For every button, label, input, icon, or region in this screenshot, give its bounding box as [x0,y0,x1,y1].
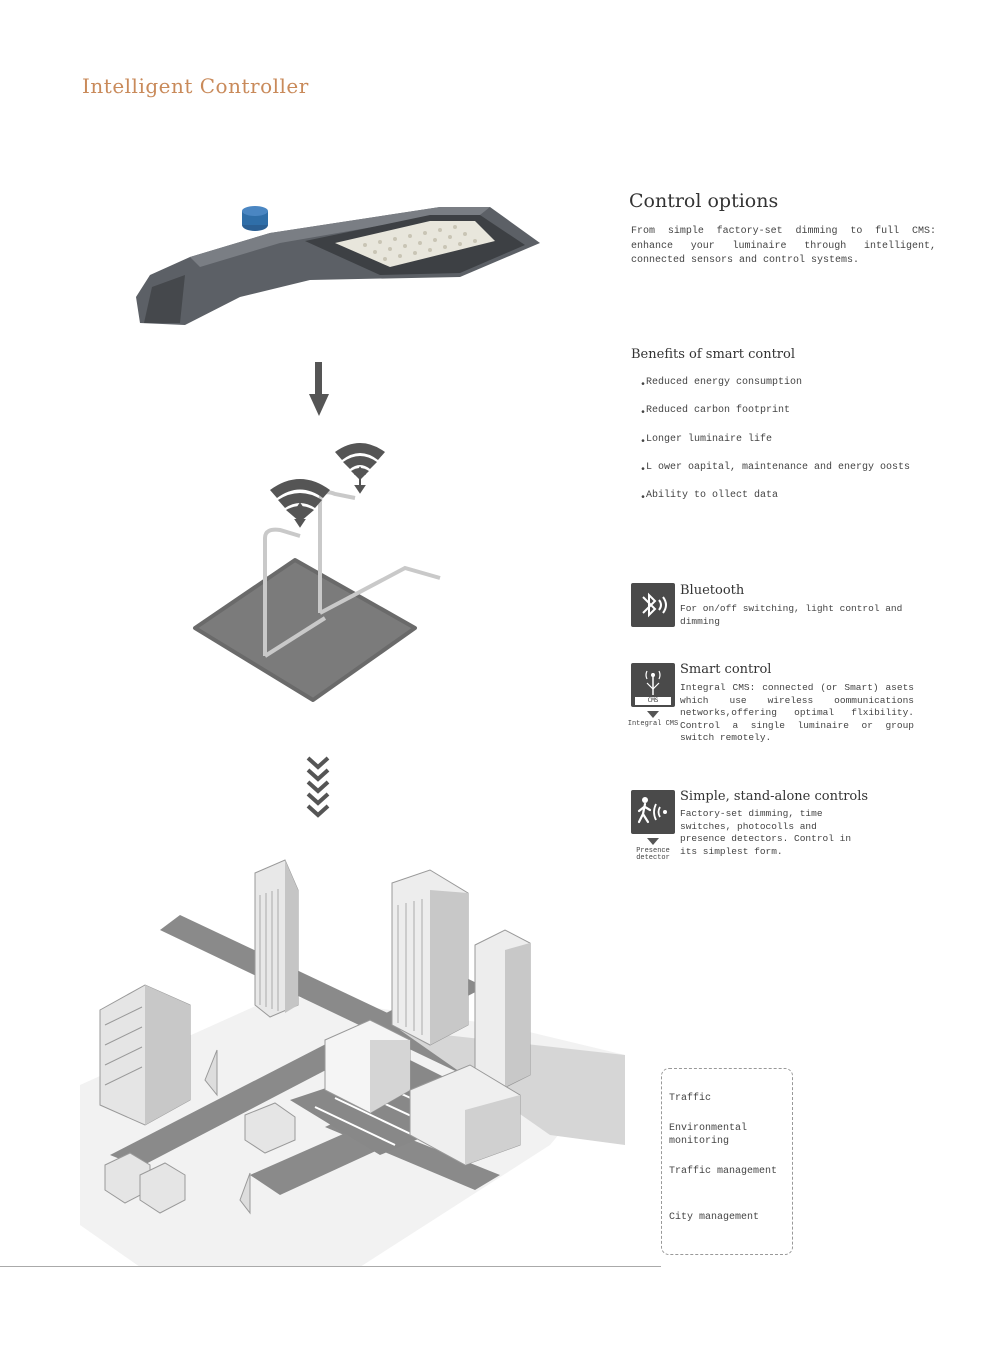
city-use-item: City management [669,1212,760,1223]
benefits-heading: Benefits of smart control [631,347,796,362]
control-options-heading: Control options [629,190,779,212]
benefit-item: •Reduced carbon footprint [640,405,791,419]
city-use-item: Traffic [669,1093,712,1104]
city-use-item: Traffic management [669,1166,778,1177]
city-uses-box [661,1068,793,1255]
luminaire-illustration [136,206,540,325]
bluetooth-icon [631,583,675,627]
smart-control-title: Smart control [680,662,772,677]
city-illustration [80,859,625,1267]
bluetooth-title: Bluetooth [680,583,745,598]
benefit-item: •Ability to ollect data [640,490,779,504]
benefit-item: •Longer luminaire life [640,434,773,448]
bottom-rule [0,1266,661,1267]
integral-cms-caption: Integral CMS [627,720,679,728]
triangle-down-icon [647,711,659,718]
city-use-item: Environmental monitoring [669,1123,748,1147]
cms-label: CMS [647,697,659,704]
benefit-item: •L ower oapital, maintenance and energy … [640,462,911,476]
stand-alone-title: Simple, stand-alone controls [680,789,869,804]
bluetooth-text: For on/off switching, light control and … [680,603,903,627]
presence-icon [631,790,675,834]
antenna-icon: CMS [631,663,675,707]
triangle-down-icon [647,838,659,845]
smart-control-text: Integral CMS: connected (or Smart) asets… [680,682,914,743]
connected-poles-illustration [193,443,441,702]
stand-alone-text: Factory-set dimming, time switches, phot… [680,808,852,857]
arrow-down-icon [309,362,329,416]
control-options-intro: From simple factory-set dimming to full … [631,226,936,266]
benefit-item: •Reduced energy consumption [640,377,803,391]
page-title: Intelligent Controller [82,74,309,98]
chevrons-down-icon [306,756,330,818]
